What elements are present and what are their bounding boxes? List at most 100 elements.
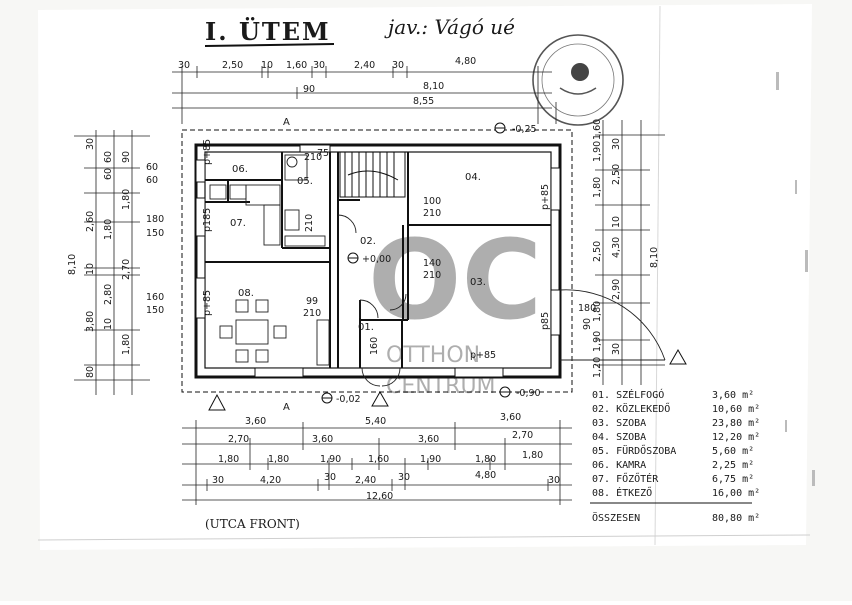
dim-label: 1,20: [592, 357, 603, 378]
bottom-dimensions: [182, 420, 572, 505]
dim-label: 1,90: [592, 141, 603, 162]
legend-room-label: 06. KAMRA: [592, 460, 646, 471]
legend-room-area: 5,60 m²: [712, 446, 754, 457]
dim-label: 10: [85, 263, 96, 275]
level-markers: [321, 122, 511, 404]
left-dimensions: [74, 130, 150, 395]
dim-label: 30: [324, 472, 336, 483]
opening-label: 210: [303, 308, 321, 319]
revision-note: jav.: Vágó ué: [384, 15, 515, 39]
dim-label: 2,50: [222, 60, 243, 71]
dim-label: 30: [548, 475, 560, 486]
stamp-seal: [532, 34, 624, 126]
dim-label: 80: [85, 366, 96, 378]
dim-label: 10: [611, 216, 622, 228]
legend-room-area: 10,60 m²: [712, 404, 760, 415]
dim-label: 2,60: [85, 211, 96, 232]
title-underline: [204, 43, 335, 47]
dim-label: 60: [103, 168, 114, 180]
paper-edge: [37, 534, 811, 541]
entrance-markers: [208, 348, 687, 411]
dim-label: 1,80: [218, 454, 239, 465]
level-label: -0,90: [516, 388, 541, 399]
opening-label: 210: [304, 214, 315, 232]
legend-room-label: 07. FŐZŐTÉR: [592, 471, 659, 485]
dim-label: 60: [103, 151, 114, 163]
parapet-label: p+85: [470, 350, 496, 361]
dim-label: 30: [398, 472, 410, 483]
dim-label: 1,60: [592, 119, 603, 140]
legend-room-area: 6,75 m²: [712, 474, 754, 485]
dim-label: 2,70: [228, 434, 249, 445]
parapet-label: p+85: [202, 139, 213, 165]
room-number: 04.: [465, 172, 481, 183]
parapet-label: p+85: [202, 290, 213, 316]
room-number: 06.: [232, 164, 248, 175]
svg-text:A: A: [283, 402, 290, 413]
legend-room-area: 3,60 m²: [712, 390, 754, 401]
scan-marks: [776, 72, 815, 486]
dim-label: 1,90: [320, 454, 341, 465]
building-outline: [181, 129, 573, 393]
dim-label: 8,10: [67, 254, 78, 275]
dim-label: 1,80: [475, 454, 496, 465]
opening-label: 160: [146, 292, 164, 303]
room-number: 03.: [470, 277, 486, 288]
opening-label: 210: [423, 208, 441, 219]
legend-room-area: 12,20 m²: [712, 432, 760, 443]
svg-text:A: A: [283, 117, 290, 128]
dim-label: 4,30: [611, 237, 622, 258]
parapet-label: p85: [540, 312, 551, 330]
dim-label: 1,90: [420, 454, 441, 465]
legend-room-area: 16,00 m²: [712, 488, 760, 499]
watermark-line2: CENTRUM: [386, 374, 496, 399]
dim-label: 8,10: [423, 81, 444, 92]
paper-fold: [654, 5, 661, 546]
dim-label: 90: [121, 151, 132, 163]
level-label: -0,02: [336, 394, 361, 405]
plan-title: I. ÜTEM: [205, 17, 331, 46]
opening-label: 60: [146, 162, 158, 173]
legend-room-area: 23,80 m²: [712, 418, 760, 429]
opening-label: 99: [306, 296, 318, 307]
right-dimensions: [595, 120, 665, 385]
watermark-logo-text: OC: [368, 216, 542, 344]
room-numbers: 01. 02. 03. 04. 05. 06. 07. 08.: [230, 164, 486, 333]
legend-room-label: 04. SZOBA: [592, 432, 646, 443]
dim-label: 30: [212, 475, 224, 486]
opening-label: 180: [146, 214, 164, 225]
room-number: 02.: [360, 236, 376, 247]
bottom-dimension-labels: 3,60 5,40 3,60 2,70 3,60 3,60 2,70 1,80 …: [212, 412, 560, 502]
dim-label: 3,60: [418, 434, 439, 445]
opening-label: 150: [146, 305, 164, 316]
dim-label: 3,60: [312, 434, 333, 445]
dim-label: 5,40: [365, 416, 386, 427]
dim-label: 1,80: [121, 189, 132, 210]
legend-total-area: 80,80 m²: [712, 513, 760, 524]
parapet-label: p+85: [540, 184, 551, 210]
level-labels: -0,25 +0,00 -0,02 -0,90: [336, 124, 541, 405]
door-swings: [337, 214, 666, 387]
opening-label: 75: [317, 148, 329, 159]
dim-label: 8,55: [413, 96, 434, 107]
interior-walls: [205, 152, 551, 368]
dim-label: 4,80: [475, 470, 496, 481]
opening-label: 90: [582, 318, 593, 330]
dim-label: 30: [611, 138, 622, 150]
opening-label: 60: [146, 175, 158, 186]
dim-label: 2,50: [592, 241, 603, 262]
dim-label: 30: [611, 343, 622, 355]
dim-label: 1,60: [368, 454, 389, 465]
level-label: -0,25: [512, 124, 537, 135]
dim-label: 1,80: [592, 301, 603, 322]
opening-label: 210: [423, 270, 441, 281]
left-dimension-labels: 30 60 60 90 1,80 2,70 1,80 80 2,60 10 1,…: [67, 138, 132, 378]
dim-label: 2,90: [611, 279, 622, 300]
room-number: 01.: [358, 322, 374, 333]
dim-label: 10: [103, 318, 114, 330]
opening-label: 150: [146, 228, 164, 239]
dim-label: 3,60: [500, 412, 521, 423]
dim-label: 2,80: [103, 284, 114, 305]
